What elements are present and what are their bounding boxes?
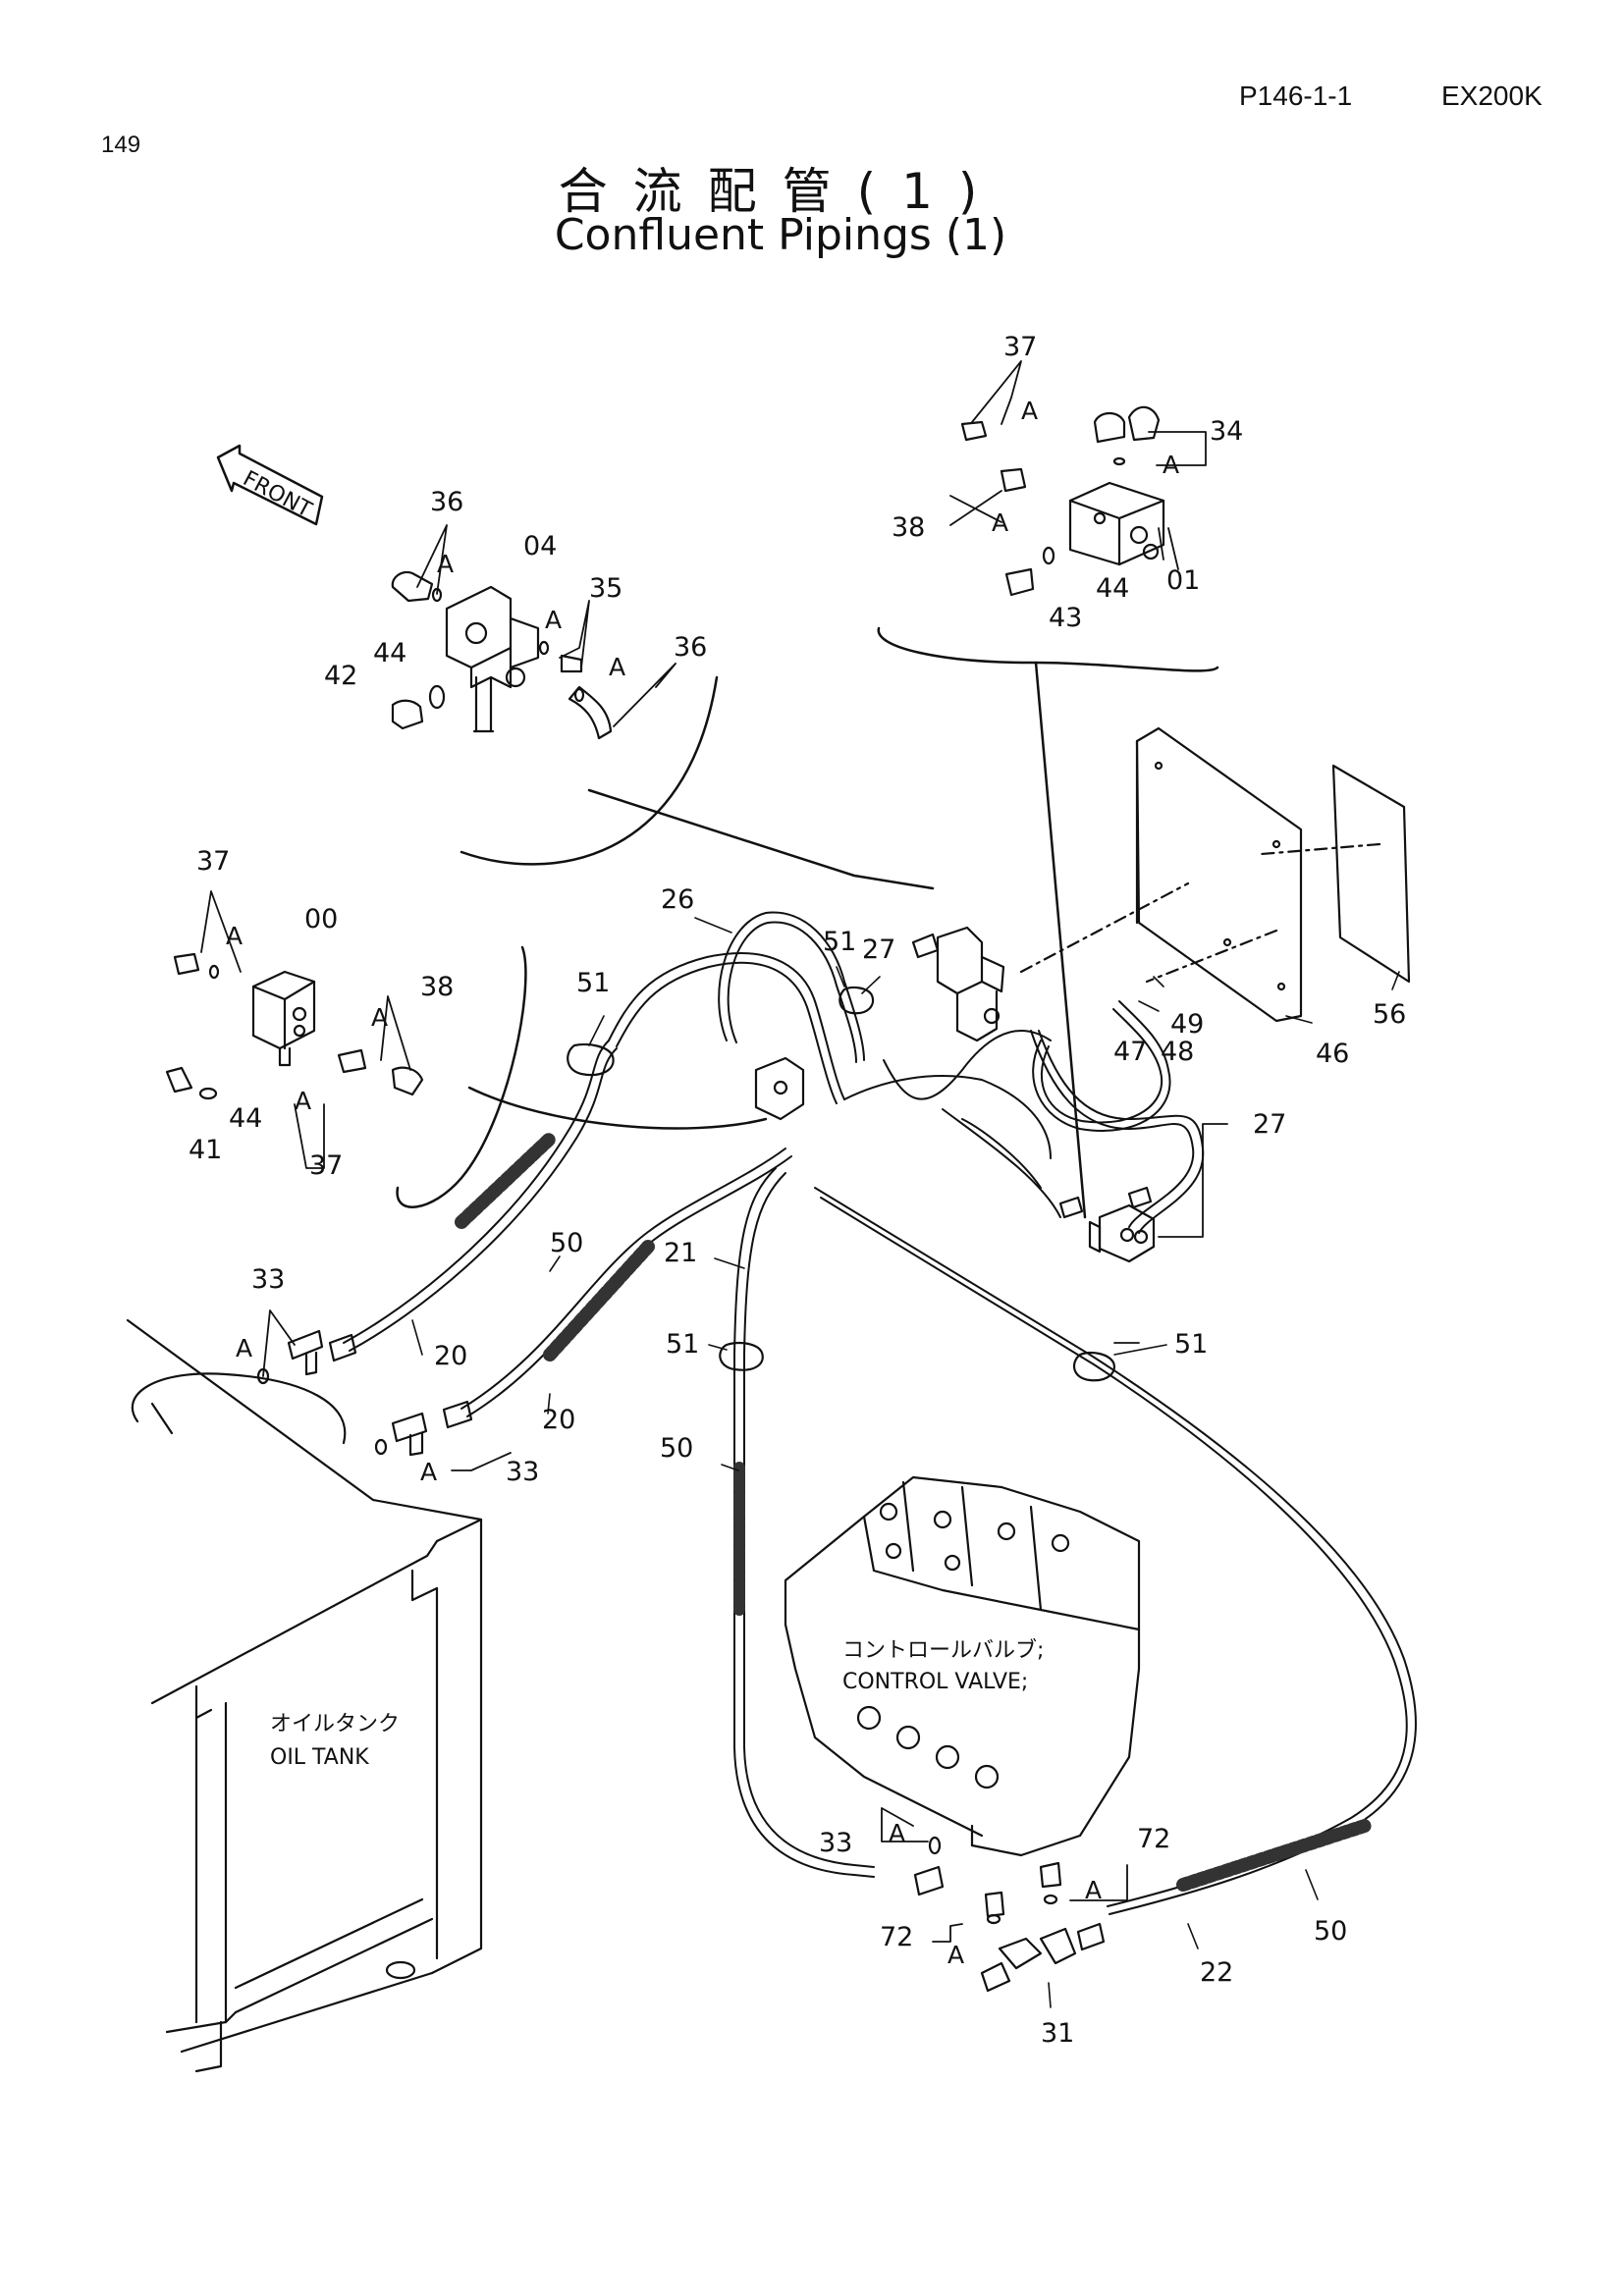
callout-47: 47 [1113,1037,1147,1067]
callout-a: A [420,1458,437,1486]
callout-41: 41 [189,1135,222,1165]
page-number: 149 [101,132,141,158]
detail-boundary-mid [396,945,527,1208]
callout-34: 34 [1210,416,1243,447]
page-code: P146-1-1 [1239,80,1353,111]
callout-38: 38 [892,512,925,543]
callout-51: 51 [823,927,856,957]
leader-00 [467,1086,768,1130]
callout-33: 33 [506,1457,539,1487]
callout-46: 46 [1316,1039,1349,1069]
valve-00-detail [165,952,424,1100]
callout-a: A [1021,397,1038,425]
callout-36: 36 [430,487,463,517]
callout-leaders [411,917,1400,2008]
callout-labels: 37 A 34 A 38 A 44 01 43 36 A 04 35 A 36 … [189,332,1406,2049]
callout-a: A [437,550,454,578]
callout-31: 31 [1041,2018,1074,2049]
callout-42: 42 [324,661,357,691]
callout-48: 48 [1161,1037,1194,1067]
detail-boundary-right [877,626,1219,672]
callout-a: A [889,1819,905,1847]
callout-27: 27 [862,934,895,965]
callout-44: 44 [373,638,406,668]
hoses [343,911,1417,1915]
callout-01: 01 [1166,565,1200,596]
callout-43: 43 [1049,603,1082,633]
callout-50: 50 [660,1433,693,1464]
leader-04 [587,788,935,890]
front-arrow: FRONT [216,444,324,526]
callout-37: 37 [309,1150,343,1181]
callout-44: 44 [1096,573,1129,604]
control-valve-label-en: CONTROL VALVE; [842,1670,1028,1694]
callout-37: 37 [196,846,230,877]
title-japanese: 合流配管(1) [558,163,1003,220]
callout-38: 38 [420,972,454,1002]
callout-33: 33 [251,1264,285,1295]
title-english: Confluent Pipings (1) [554,210,1007,260]
callout-a: A [545,606,562,634]
callout-51: 51 [1174,1329,1208,1360]
callout-a: A [992,508,1008,537]
callout-a: A [947,1941,964,1969]
callout-72: 72 [1137,1824,1170,1854]
cover-plate [1331,764,1411,984]
clamps [567,986,1115,1382]
callout-27: 27 [1253,1109,1286,1140]
callout-20: 20 [542,1405,575,1435]
callout-51: 51 [666,1329,699,1360]
callout-37: 37 [1003,332,1037,362]
callout-33: 33 [819,1828,852,1858]
callout-04: 04 [523,531,557,561]
model-code: EX200K [1441,80,1542,111]
callout-50: 50 [550,1228,583,1258]
spiral-sleeves [455,1132,1372,1892]
bottom-fittings [913,1836,1106,1993]
callout-a: A [1085,1876,1102,1904]
callout-44: 44 [229,1103,262,1134]
callout-35: 35 [589,573,622,604]
callout-00: 00 [304,904,338,934]
tank-fittings [256,1329,473,1457]
bracket-plate [1019,726,1411,1023]
callout-20: 20 [434,1341,467,1371]
callout-72: 72 [880,1922,913,1952]
valve-04-detail [391,570,613,740]
callout-a: A [236,1334,252,1362]
control-valve: コントロールバルブ; CONTROL VALVE; [784,1475,1141,1857]
callout-a: A [609,653,625,681]
control-valve-label-ja: コントロールバルブ; [842,1638,1044,1663]
callout-a: A [371,1003,388,1032]
callout-49: 49 [1170,1009,1204,1040]
callout-a: A [226,922,243,950]
callout-51: 51 [576,968,610,998]
callout-a: A [1163,451,1179,479]
callout-50: 50 [1314,1916,1347,1947]
a-bracket-leaders [200,360,1228,1943]
callout-22: 22 [1200,1957,1233,1988]
central-manifold [754,926,1156,1263]
front-label: FRONT [239,466,316,523]
callout-36: 36 [674,632,707,663]
oil-tank: オイルタンク OIL TANK [126,1318,483,2073]
detail-boundary-left [460,675,719,866]
callout-21: 21 [664,1238,697,1268]
valve-01-detail [960,405,1165,597]
callout-56: 56 [1373,999,1406,1030]
oil-tank-label-ja: オイルタンク [270,1712,400,1736]
oil-tank-label-en: OIL TANK [270,1745,369,1770]
callout-26: 26 [661,884,694,915]
leader-01 [1034,661,1087,1219]
callout-a: A [295,1087,311,1115]
